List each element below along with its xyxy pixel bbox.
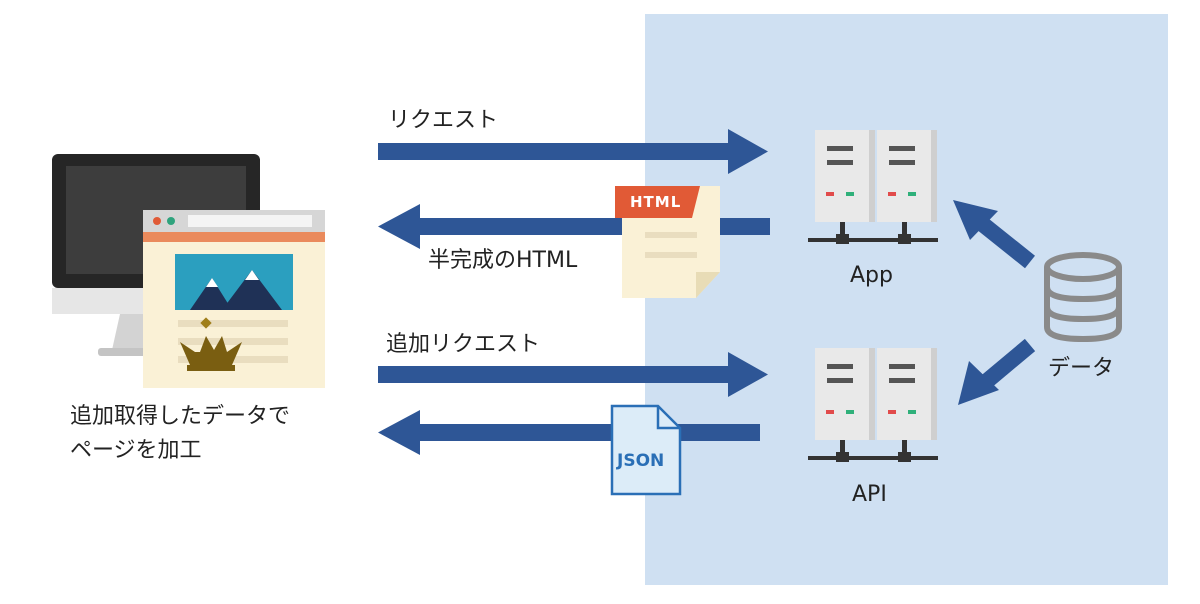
json-badge-text: JSON	[617, 451, 665, 471]
image-placeholder-icon	[175, 254, 293, 310]
request-arrow	[378, 129, 768, 174]
json-document-icon	[610, 404, 682, 496]
database-icon	[1044, 252, 1122, 343]
request-label: リクエスト	[388, 108, 499, 133]
browser-window-icon	[143, 210, 325, 388]
crown-icon	[180, 317, 242, 371]
data-to-app-arrow	[953, 200, 1035, 269]
client-caption-line2: ページを加工	[70, 438, 202, 463]
partial-html-label: 半完成のHTML	[428, 248, 578, 273]
html-badge-text: HTML	[630, 193, 682, 211]
additional-request-arrow	[378, 352, 768, 397]
api-server-label: API	[852, 482, 887, 507]
client-caption: 追加取得したデータで ページを加工	[70, 400, 350, 468]
api-server-icon	[808, 348, 938, 462]
app-server-label: App	[850, 263, 893, 288]
client-caption-line1: 追加取得したデータで	[70, 404, 291, 429]
database-label: データ	[1048, 356, 1115, 381]
additional-request-label: 追加リクエスト	[386, 332, 541, 357]
app-server-icon	[808, 130, 938, 244]
data-to-api-arrow	[958, 338, 1036, 405]
html-document-icon	[615, 186, 720, 298]
